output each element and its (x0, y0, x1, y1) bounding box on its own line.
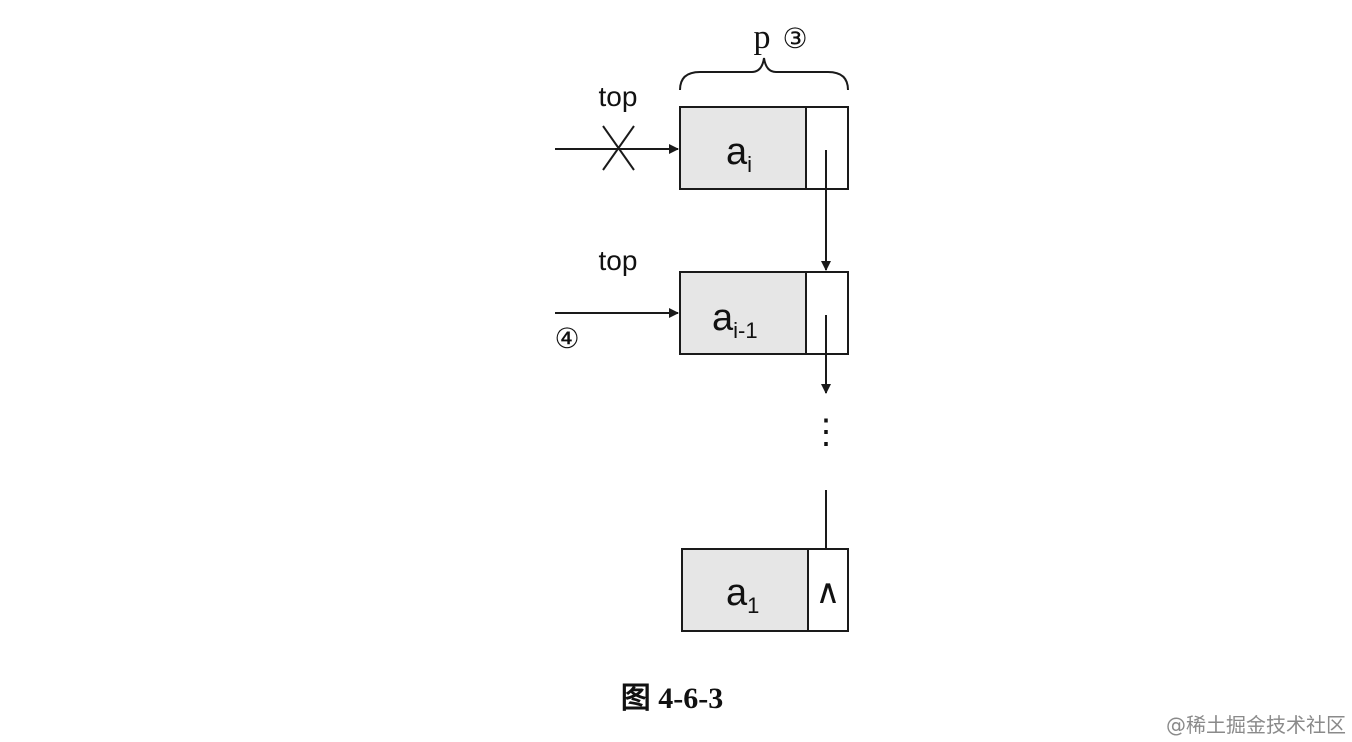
node-ai: ai (679, 106, 849, 190)
label-top-new: top (599, 245, 638, 276)
figure-caption: 图 4-6-3 (621, 682, 723, 715)
label-step4: ④ (554, 324, 579, 355)
label-top-old: top (599, 81, 638, 112)
label-step3: ③ (782, 24, 807, 55)
node-a1: a1 ∧ (681, 548, 849, 632)
node-ai-label: ai (726, 131, 752, 177)
node-ai-minus-1: ai-1 (679, 271, 849, 355)
watermark: @稀土掘金技术社区 (1166, 713, 1346, 737)
label-p: p (754, 19, 771, 56)
node-ai-minus-1-label: ai-1 (712, 297, 758, 343)
null-pointer-icon: ∧ (816, 573, 841, 611)
node-a1-label: a1 (726, 572, 759, 618)
brace-p (679, 57, 849, 91)
cross-mark-icon (602, 125, 635, 171)
ellipsis: ⋮ (809, 414, 843, 451)
